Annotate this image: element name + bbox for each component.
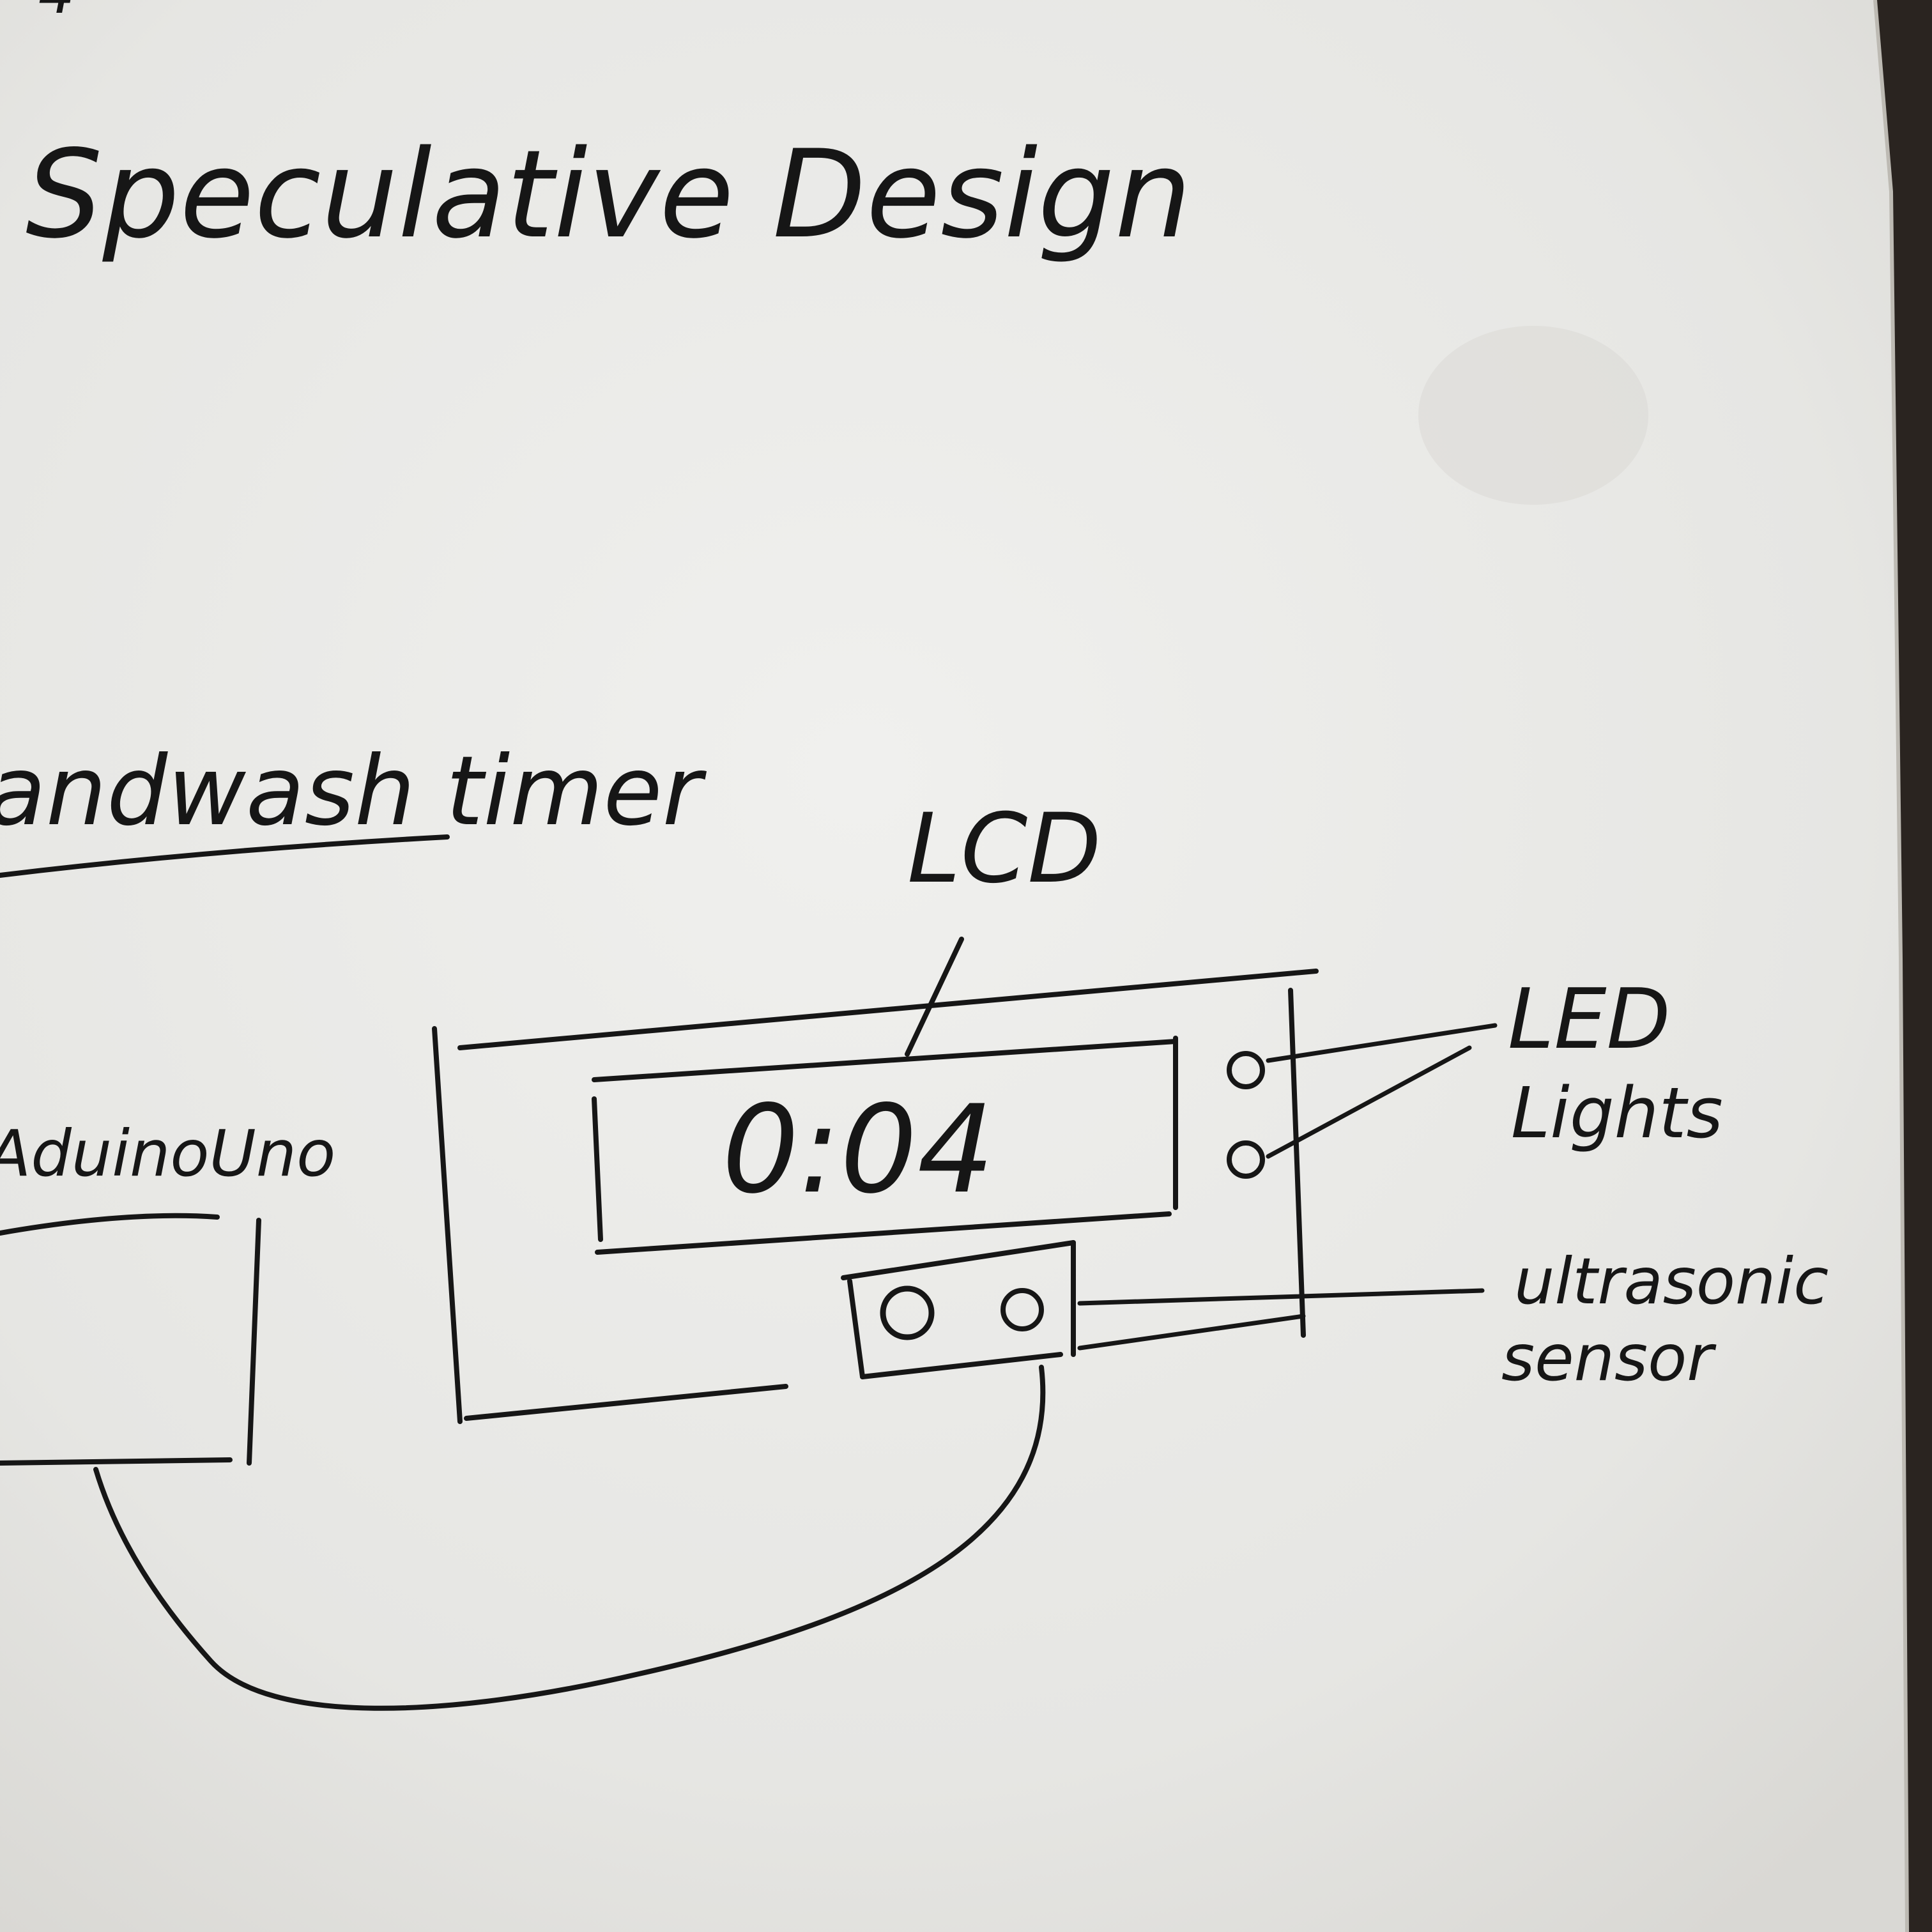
lcd-readout: 0:04 xyxy=(722,1079,995,1220)
led-light-top xyxy=(1227,1051,1265,1089)
arduino-box xyxy=(0,1213,261,1466)
sensor-eye-left xyxy=(880,1285,935,1340)
heading-underline xyxy=(0,834,450,878)
section-heading: andwash timer xyxy=(0,736,707,847)
led-label-line1: LED xyxy=(1508,970,1671,1068)
led-light-bottom xyxy=(1227,1140,1265,1179)
sensor-label-line2: sensor xyxy=(1501,1321,1717,1395)
page-title: Speculative Design xyxy=(26,124,1192,265)
connection-wire xyxy=(93,1365,1046,1711)
sensor-leader-lines xyxy=(1077,1288,1485,1351)
sensor-label-line1: ultrasonic xyxy=(1514,1244,1828,1319)
arduino-label: AduinoUno xyxy=(0,1116,335,1191)
lcd-label: LCD xyxy=(907,793,1101,905)
top-scribble: 4 xyxy=(38,0,75,27)
paper-smudge xyxy=(1418,326,1648,505)
lcd-leader-line xyxy=(905,937,964,1057)
lcd-screen xyxy=(592,1036,1178,1255)
ultrasonic-sensor xyxy=(841,1240,1076,1379)
led-label-line2: Lights xyxy=(1511,1072,1723,1154)
paper-edge xyxy=(1873,0,1909,1932)
sensor-eye-right xyxy=(1000,1288,1044,1331)
led-leader-lines xyxy=(1266,1023,1498,1159)
device-housing xyxy=(432,969,1319,1424)
